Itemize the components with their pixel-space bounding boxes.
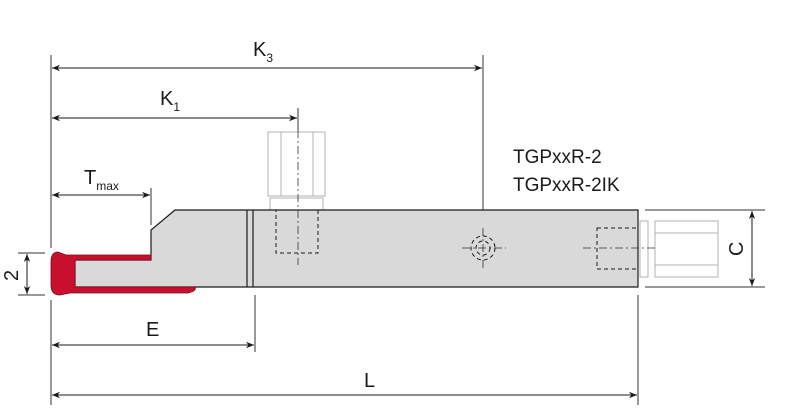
centerlines bbox=[297, 130, 658, 270]
top-clamp-screw bbox=[267, 131, 326, 211]
cutting-insert bbox=[50, 251, 196, 296]
screw-bore-hidden bbox=[275, 209, 319, 254]
extension-lines bbox=[18, 55, 765, 405]
l-label: L bbox=[364, 370, 375, 392]
tmax-label: Tmax bbox=[84, 167, 119, 193]
e-label: E bbox=[146, 319, 159, 341]
model-label-1: TGPxxR-2 bbox=[513, 147, 602, 168]
tool-body bbox=[74, 209, 639, 288]
end-screw bbox=[639, 220, 719, 278]
model-label-2: TGPxxR-2IK bbox=[513, 175, 620, 196]
two-label: 2 bbox=[1, 270, 23, 281]
k1-label: K1 bbox=[160, 88, 180, 114]
end-bore-hidden bbox=[596, 227, 639, 270]
k3-label: K3 bbox=[253, 39, 273, 65]
c-label: C bbox=[726, 242, 748, 256]
